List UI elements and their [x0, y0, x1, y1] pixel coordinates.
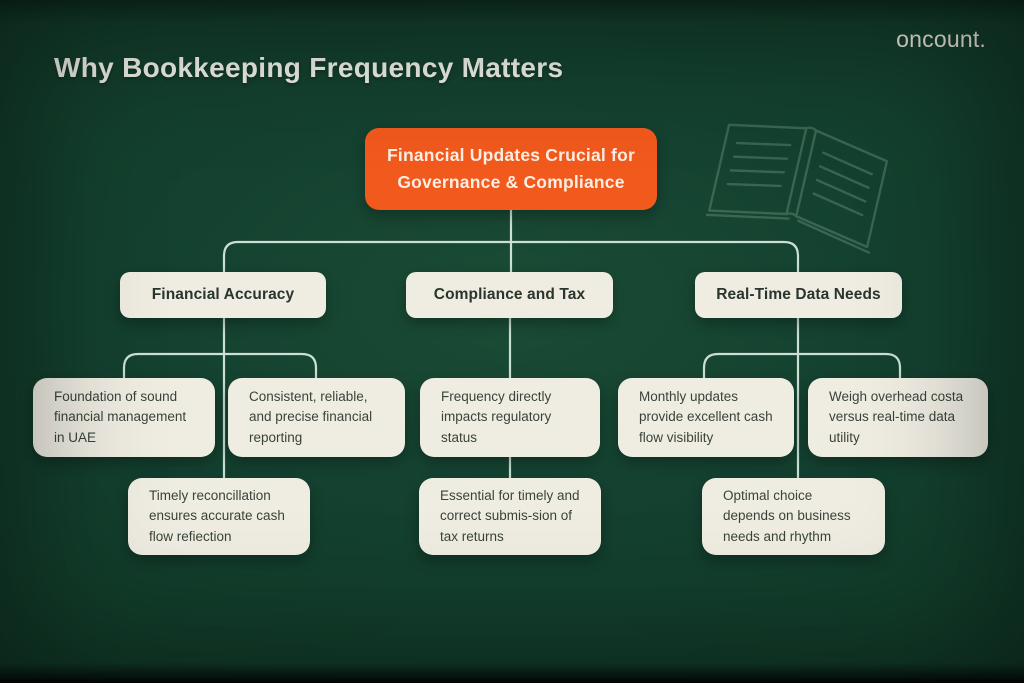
branch-label: Financial Accuracy — [151, 286, 295, 303]
leaf-node: Monthly updates provide excellent cash f… — [618, 378, 794, 457]
branch-node-financial-accuracy: Financial Accuracy — [120, 272, 326, 318]
leaf-label: Monthly updates provide excellent cash f… — [639, 389, 773, 445]
root-node: Financial Updates Crucial for Governance… — [365, 128, 657, 210]
leaf-label: Timely reconcillation ensures accurate c… — [149, 488, 285, 544]
leaf-node: Essential for timely and correct submis-… — [419, 478, 601, 555]
branch-label: Compliance and Tax — [433, 286, 586, 303]
branch-node-compliance-and-tax: Compliance and Tax — [406, 272, 613, 318]
leaf-node: Timely reconcillation ensures accurate c… — [128, 478, 310, 555]
brand-logo: oncount. — [896, 26, 986, 52]
leaf-label: Frequency directly impacts regulatory st… — [441, 389, 552, 445]
leaf-label: Weigh overhead costa versus real-time da… — [829, 389, 964, 445]
leaf-node: Weigh overhead costa versus real-time da… — [808, 378, 988, 457]
leaf-node: Optimal choice depends on business needs… — [702, 478, 885, 555]
page-title: Why Bookkeeping Frequency Matters — [54, 52, 564, 83]
leaf-label: Foundation of sound financial management… — [54, 389, 187, 445]
leaf-node: Frequency directly impacts regulatory st… — [420, 378, 600, 457]
leaf-label: Consistent, reliable, and precise financ… — [249, 389, 373, 445]
leaf-label: Essential for timely and correct submis-… — [440, 488, 580, 544]
leaf-node: Foundation of sound financial management… — [33, 378, 215, 457]
branch-label: Real-Time Data Needs — [716, 286, 881, 303]
root-node-label: Financial Updates Crucial for Governance… — [387, 144, 635, 192]
branch-node-real-time-data-needs: Real-Time Data Needs — [695, 272, 902, 318]
leaf-node: Consistent, reliable, and precise financ… — [228, 378, 405, 457]
leaf-label: Optimal choice depends on business needs… — [723, 488, 851, 544]
